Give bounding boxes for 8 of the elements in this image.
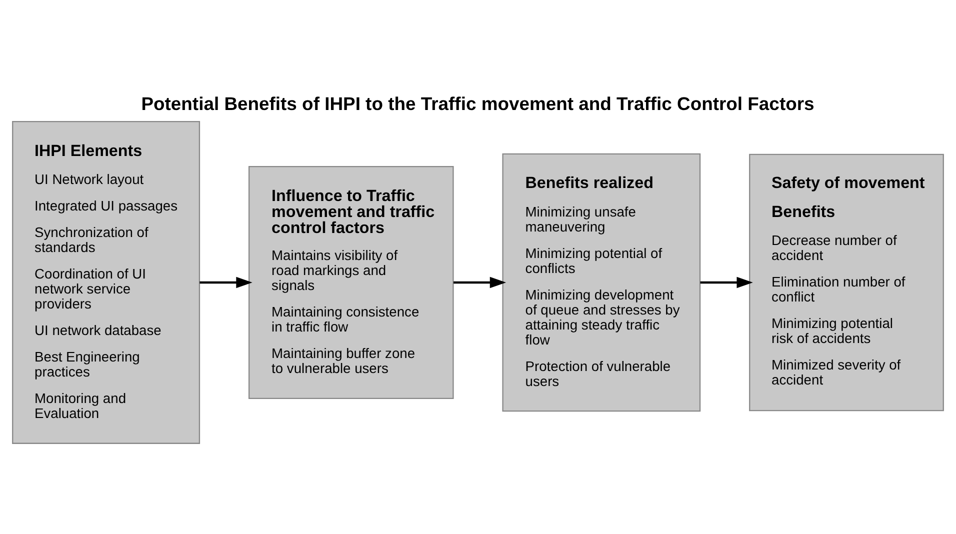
diagram-title: Potential Benefits of IHPI to the Traffic movement and Traffic Control Factors (141, 92, 814, 114)
arrow (454, 276, 506, 288)
node-box: Safety of movement Benefits Decrease number of accident Elimination number of conflict Minimizing potential risk of accidents Minimized severity of accident (749, 153, 944, 411)
node-box: Benefits realized Minimizing unsafe maneuvering Minimizing potential of conflicts Minimizing development of queue and stresses by attaining steady traffic flow Protection of vulnerable users (502, 152, 701, 412)
node-box: IHPI Elements UI Network layout Integrated UI passages Synchronization of standards Coordination of UI network service providers UI network database Best Engineering practices Monitoring and Evaluation (12, 120, 200, 444)
arrow (700, 276, 753, 288)
node-box: Influence to Traffic movement and traffic control factors Maintains visibility of road markings and signals Maintaining consistence in traffic flow Maintaining buffer zone to vulnerable users (248, 166, 454, 398)
arrow (200, 276, 252, 288)
